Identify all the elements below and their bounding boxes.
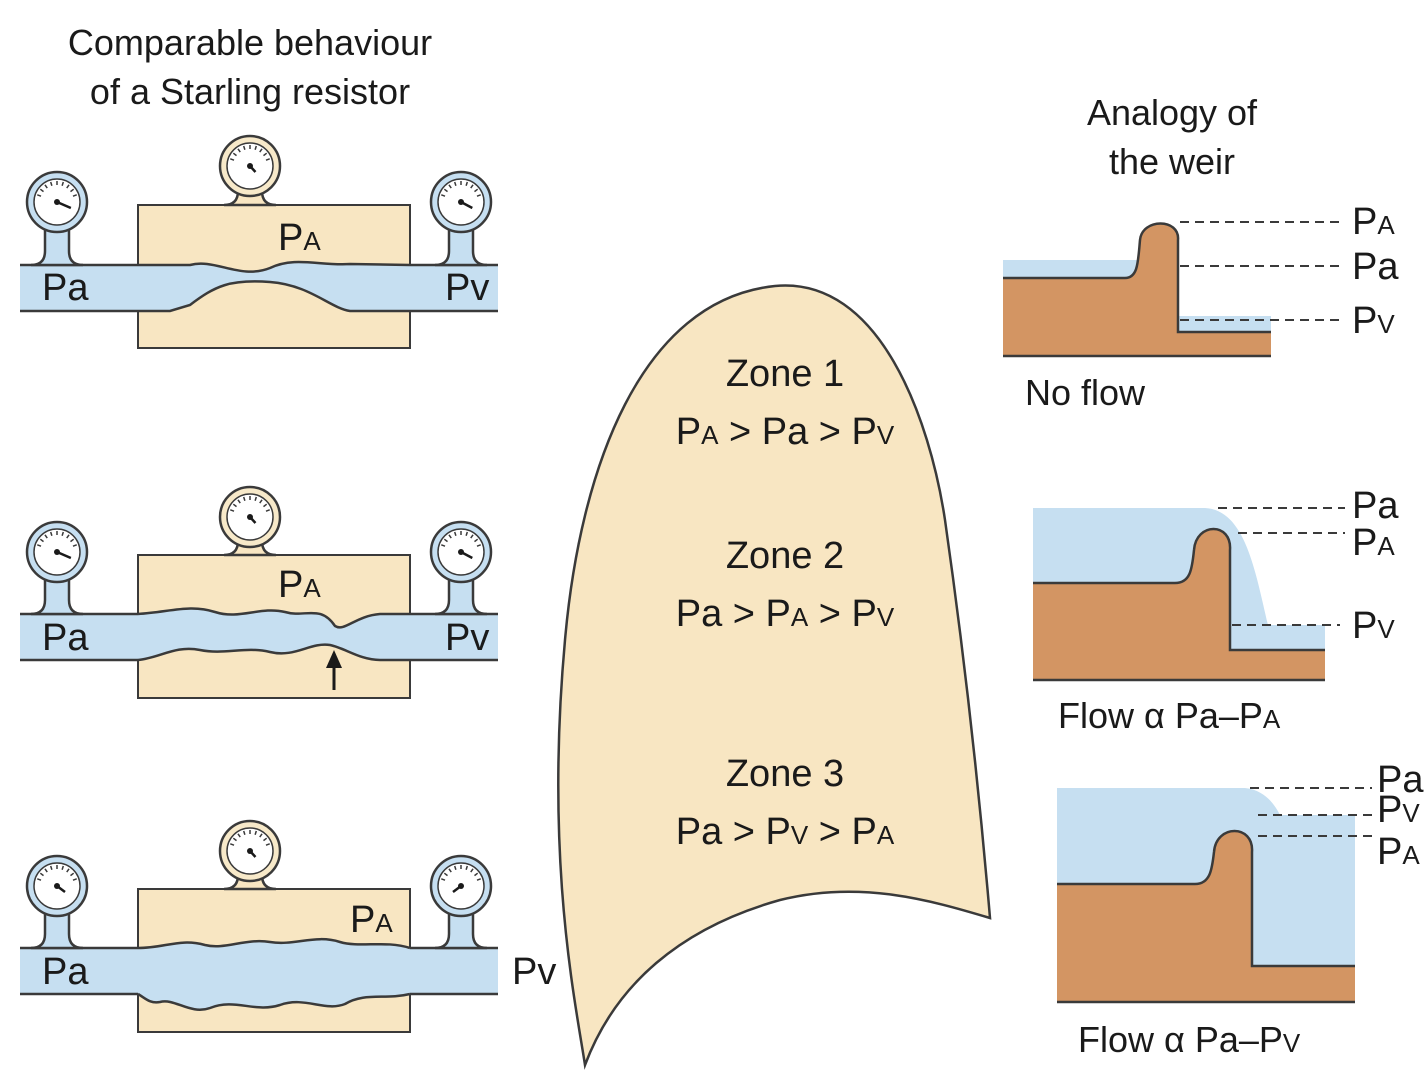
pressure-gauge-icon (429, 854, 493, 950)
resistor2-pv-label: Pv (445, 617, 489, 659)
weir3-label-3: PA (1377, 831, 1420, 873)
zone3-name: Zone 3 (726, 753, 844, 795)
weir2-label-3: PV (1352, 605, 1395, 647)
right-title-line2: the weir (1109, 141, 1235, 182)
weir3-label-2: PV (1377, 789, 1420, 831)
left-title-line1: Comparable behaviour (68, 22, 432, 63)
pressure-gauge-icon (429, 170, 493, 267)
weir-no-flow: PA Pa PV No flow (1003, 201, 1399, 413)
zone1-relation: PA > Pa > PV (676, 411, 895, 453)
resistor3-pv-label: Pv (512, 951, 556, 993)
weir2-caption: Flow α Pa–PA (1058, 695, 1281, 736)
resistor1-pa-label: Pa (42, 267, 89, 309)
left-title-line2: of a Starling resistor (90, 71, 410, 112)
pressure-gauge-icon (218, 819, 282, 891)
resistor3-palv-label: PA (350, 899, 393, 941)
resistor1-palv-label: PA (278, 217, 321, 259)
arrow-up-icon (326, 650, 342, 690)
gauges-layer (25, 134, 493, 950)
resistor1-pv-label: Pv (445, 267, 489, 309)
resistor2-palv-label: PA (278, 564, 321, 606)
weir1-label-3: PV (1352, 300, 1395, 342)
pressure-gauge-icon (429, 520, 493, 616)
zone2-name: Zone 2 (726, 535, 844, 577)
pressure-gauge-icon (218, 134, 282, 207)
weir1-label-1: PA (1352, 201, 1395, 243)
pressure-gauge-icon (25, 854, 89, 950)
weir-flow-pa-pv: Pa PV PA Flow α Pa–PV (1057, 759, 1424, 1060)
weir3-caption: Flow α Pa–PV (1078, 1019, 1301, 1060)
weir2-label-1: Pa (1352, 485, 1399, 527)
pressure-gauge-icon (25, 170, 89, 267)
weir3-label-1: Pa (1377, 759, 1424, 801)
weir1-caption: No flow (1025, 372, 1146, 413)
zone3-relation: Pa > PV > PA (676, 811, 895, 853)
zone1-name: Zone 1 (726, 353, 844, 395)
starling-resistor-zone1: Pa Pv PA (20, 204, 498, 349)
zone2-relation: Pa > PA > PV (676, 593, 895, 635)
lung-shape: Zone 1 PA > Pa > PV Zone 2 Pa > PA > PV … (557, 284, 992, 1070)
right-title-line1: Analogy of (1087, 92, 1258, 133)
starling-resistor-zone3: Pa Pv PA (20, 888, 556, 1033)
weir2-label-2: PA (1352, 522, 1395, 564)
resistor2-pa-label: Pa (42, 617, 89, 659)
weir1-label-2: Pa (1352, 246, 1399, 288)
pressure-gauge-icon (25, 520, 89, 616)
starling-resistor-zone2: Pa Pv PA (20, 554, 498, 699)
resistor3-pa-label: Pa (42, 951, 89, 993)
pressure-gauge-icon (218, 485, 282, 557)
weir-flow-pa-palv: Pa PA PV Flow α Pa–PA (1033, 485, 1399, 736)
